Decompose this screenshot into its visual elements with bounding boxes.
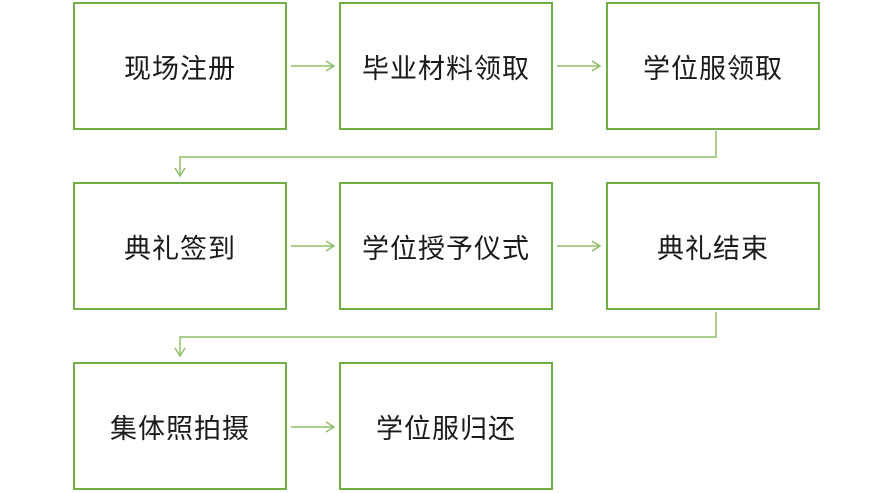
step-label: 典礼签到	[124, 233, 236, 265]
arrow-step1-to-step2	[291, 60, 336, 72]
step-gown-pickup: 学位服领取	[606, 2, 820, 130]
arrow-step5-to-step6	[557, 240, 602, 252]
connector-step6-to-step7	[174, 312, 717, 358]
step-ceremony-checkin: 典礼签到	[73, 182, 287, 310]
step-label: 现场注册	[124, 53, 236, 85]
step-registration: 现场注册	[73, 2, 287, 130]
step-label: 学位服归还	[376, 413, 516, 445]
step-label: 学位服领取	[643, 53, 783, 85]
connector-step3-to-step4	[174, 131, 717, 178]
arrow-step7-to-step8	[291, 421, 336, 433]
step-label: 集体照拍摄	[110, 413, 250, 445]
step-label: 典礼结束	[657, 233, 769, 265]
step-graduation-materials: 毕业材料领取	[339, 2, 553, 130]
step-group-photo: 集体照拍摄	[73, 362, 287, 490]
arrow-step2-to-step3	[557, 60, 602, 72]
step-degree-conferral: 学位授予仪式	[339, 182, 553, 310]
step-ceremony-end: 典礼结束	[606, 182, 820, 310]
arrow-step4-to-step5	[291, 240, 336, 252]
step-label: 毕业材料领取	[362, 53, 530, 85]
step-gown-return: 学位服归还	[339, 362, 553, 490]
step-label: 学位授予仪式	[362, 233, 530, 265]
